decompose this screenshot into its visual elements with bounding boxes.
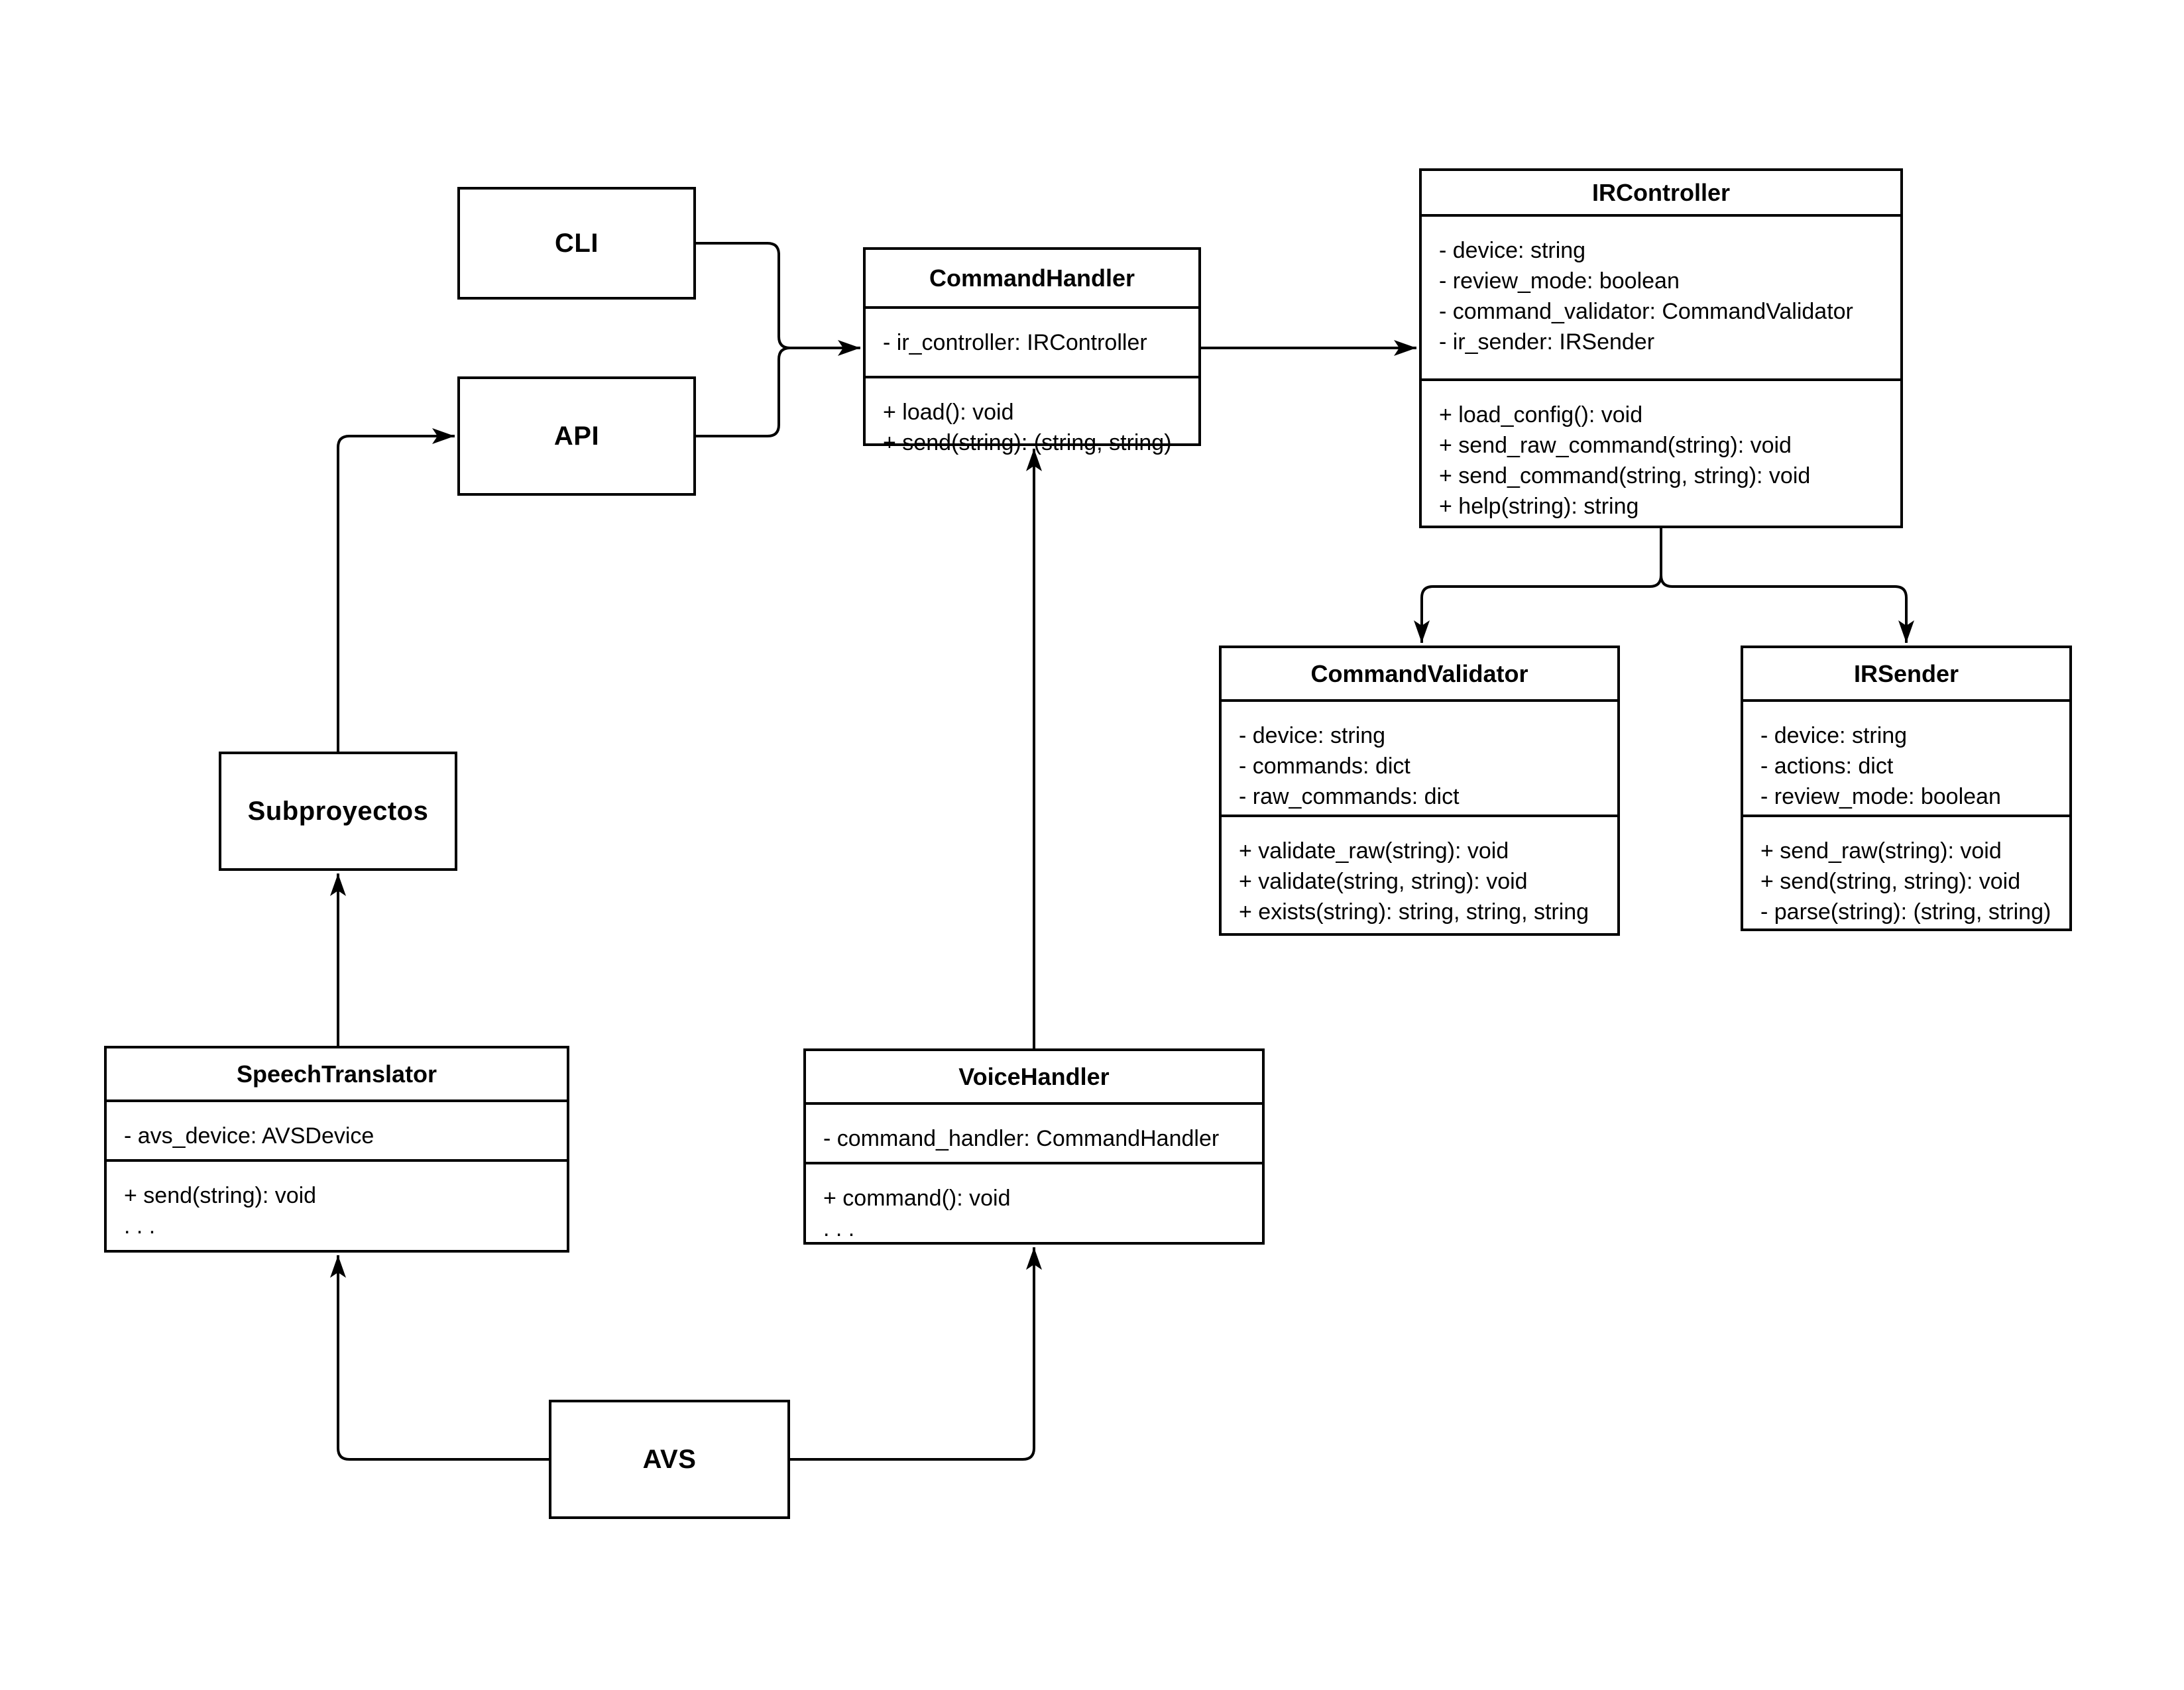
class-ircontroller: IRController - device: string - review_mo… — [1419, 168, 1903, 528]
class-voicehandler-methods: + command(): void . . . — [806, 1162, 1262, 1242]
class-member: . . . — [823, 1216, 855, 1241]
class-commandhandler: CommandHandler - ir_controller: IRContro… — [863, 247, 1201, 455]
class-member: - commands: dict — [1239, 754, 1410, 779]
class-speechtranslator-attributes: - avs_device: AVSDevice — [107, 1099, 567, 1159]
class-member: + load_config(): void — [1439, 402, 1643, 427]
class-member: + send(string): (string, string) — [883, 430, 1172, 455]
class-voicehandler-title: VoiceHandler — [958, 1062, 1110, 1090]
class-member: . . . — [124, 1213, 156, 1239]
class-voicehandler: VoiceHandler - command_handler: CommandH… — [803, 1048, 1265, 1245]
edge-ircontroller-to-commandvalidator — [1414, 528, 1662, 643]
class-member: - device: string — [1239, 723, 1386, 748]
class-commandvalidator-attributes: - device: string - commands: dict - raw_co… — [1222, 699, 1617, 815]
class-ircontroller-methods: + load_config(): void + send_raw_command(… — [1422, 378, 1900, 526]
edge-api-to-merge — [696, 347, 809, 437]
class-commandhandler-title: CommandHandler — [929, 264, 1135, 292]
class-member: + load(): void — [883, 400, 1014, 425]
node-subproyectos: Subproyectos — [219, 752, 457, 871]
edge-ircontroller-to-irsender — [1660, 528, 1914, 643]
edge-subproyectos-to-api — [337, 428, 455, 752]
class-commandvalidator-methods: + validate_raw(string): void + validate(s… — [1222, 815, 1617, 933]
node-api-label: API — [553, 421, 600, 451]
class-ircontroller-attributes: - device: string - review_mode: boolean - … — [1422, 214, 1900, 378]
class-member: + command(): void — [823, 1186, 1011, 1211]
class-member: - device: string — [1439, 238, 1586, 263]
class-member: - command_validator: CommandValidator — [1439, 299, 1853, 324]
node-cli: CLI — [457, 187, 696, 300]
node-avs: AVS — [549, 1400, 790, 1519]
class-speechtranslator-methods: + send(string): void . . . — [107, 1159, 567, 1250]
class-irsender-methods: + send_raw(string): void + send(string, s… — [1743, 815, 2069, 929]
node-api: API — [457, 376, 696, 496]
class-member: - ir_sender: IRSender — [1439, 329, 1655, 355]
class-commandvalidator: CommandValidator - device: string - comma… — [1219, 646, 1620, 936]
class-member: - review_mode: boolean — [1439, 268, 1680, 294]
class-member: + validate(string, string): void — [1239, 869, 1528, 894]
class-member: + send(string, string): void — [1760, 869, 2021, 894]
class-member: - review_mode: boolean — [1760, 784, 2001, 809]
class-member: + exists(string): string, string, string — [1239, 899, 1589, 925]
class-member: - avs_device: AVSDevice — [124, 1123, 374, 1149]
class-commandvalidator-title: CommandValidator — [1310, 659, 1528, 687]
class-irsender-attributes: - device: string - actions: dict - review_… — [1743, 699, 2069, 815]
node-subproyectos-label: Subproyectos — [247, 796, 429, 826]
class-voicehandler-attributes: - command_handler: CommandHandler — [806, 1102, 1262, 1162]
class-commandhandler-methods: + load(): void + send(string): (string, s… — [866, 376, 1198, 455]
class-commandhandler-attributes: - ir_controller: IRController — [866, 306, 1198, 376]
class-irsender: IRSender - device: string - actions: dict… — [1741, 646, 2072, 931]
class-member: - ir_controller: IRController — [883, 330, 1147, 355]
class-speechtranslator: SpeechTranslator - avs_device: AVSDevice… — [104, 1046, 569, 1253]
class-member: - command_handler: CommandHandler — [823, 1126, 1220, 1151]
node-avs-label: AVS — [642, 1444, 697, 1474]
class-ircontroller-title: IRController — [1591, 178, 1730, 206]
class-member: - device: string — [1760, 723, 1908, 748]
class-member: + send_command(string, string): void — [1439, 463, 1811, 488]
class-member: - parse(string): (string, string) — [1760, 899, 2051, 925]
edge-avs-to-voicehandler — [790, 1247, 1042, 1461]
class-member: + send_raw_command(string): void — [1439, 433, 1792, 458]
node-cli-label: CLI — [555, 228, 599, 258]
class-member: - actions: dict — [1760, 754, 1894, 779]
class-member: + send(string): void — [124, 1183, 317, 1208]
class-speechtranslator-title: SpeechTranslator — [236, 1060, 437, 1088]
class-member: + help(string): string — [1439, 494, 1639, 519]
class-member: + validate_raw(string): void — [1239, 838, 1509, 864]
edge-avs-to-speechtranslator — [330, 1255, 549, 1461]
class-member: + send_raw(string): void — [1760, 838, 2002, 864]
class-member: - raw_commands: dict — [1239, 784, 1460, 809]
edge-cli-to-commandhandler — [696, 242, 860, 356]
class-irsender-title: IRSender — [1853, 659, 1959, 687]
